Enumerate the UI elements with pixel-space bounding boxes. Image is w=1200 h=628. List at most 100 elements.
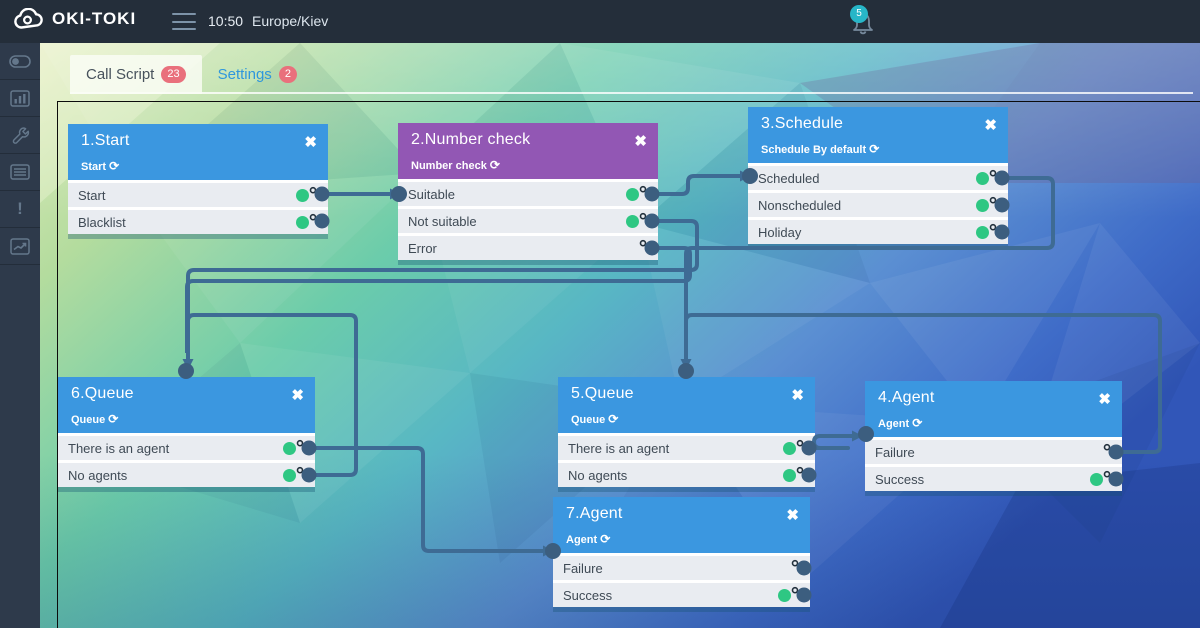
node-row[interactable]: Success	[865, 467, 1122, 491]
sidebar-item-toggle[interactable]	[0, 43, 40, 80]
node-close-button[interactable]: ✖	[1098, 391, 1111, 408]
cloud-logo-icon	[14, 8, 43, 29]
refresh-icon: ⟳	[600, 532, 611, 546]
endpoint-out-queue6-noagents[interactable]	[301, 467, 317, 483]
node-row[interactable]: No agents	[58, 463, 315, 487]
node-row[interactable]: Suitable	[398, 182, 658, 206]
endpoint-out-agent7-failure[interactable]	[796, 560, 812, 576]
endpoint-out-start-blacklist[interactable]	[314, 213, 330, 229]
node-title: 4.Agent	[878, 389, 935, 406]
endpoint-out-number-error[interactable]	[644, 240, 660, 256]
sidebar-item-stats[interactable]	[0, 228, 40, 265]
node-close-button[interactable]: ✖	[291, 387, 304, 404]
node-subtitle[interactable]: Schedule By default ⟳	[761, 142, 880, 156]
tab-settings[interactable]: Settings 2	[202, 55, 313, 94]
node-row[interactable]: Holiday	[748, 220, 1008, 244]
node-row[interactable]: There is an agent	[558, 436, 815, 460]
row-label: Blacklist	[78, 214, 126, 230]
node-close-button[interactable]: ✖	[634, 133, 647, 150]
sidebar-item-tools[interactable]	[0, 117, 40, 154]
node-subtitle[interactable]: Queue ⟳	[71, 412, 119, 426]
endpoint-out-sched-nonsched[interactable]	[994, 197, 1010, 213]
node-title: 7.Agent	[566, 505, 623, 522]
node-title: 6.Queue	[71, 385, 134, 402]
exclamation-icon: !	[17, 199, 23, 218]
script-board-border	[57, 101, 1200, 628]
endpoint-out-queue5-noagents[interactable]	[801, 467, 817, 483]
row-label: Error	[408, 240, 437, 256]
row-label: Failure	[875, 444, 915, 460]
endpoint-in-queue6-top[interactable]	[178, 363, 194, 379]
sidebar-item-reports[interactable]	[0, 80, 40, 117]
node-row[interactable]: Scheduled	[748, 166, 1008, 190]
endpoint-out-agent4-success[interactable]	[1108, 471, 1124, 487]
node-subtitle[interactable]: Agent ⟳	[566, 532, 611, 546]
sidebar-item-alerts[interactable]: !	[0, 191, 40, 228]
node-row[interactable]: Nonscheduled	[748, 193, 1008, 217]
endpoint-in-agent4[interactable]	[858, 426, 874, 442]
node-row[interactable]: Success	[553, 583, 810, 607]
status-green-dot	[283, 441, 296, 455]
notifications-bell-icon[interactable]: 5	[848, 5, 882, 40]
node-close-button[interactable]: ✖	[791, 387, 804, 404]
trend-chart-icon	[10, 237, 30, 255]
menu-hamburger-icon[interactable]	[172, 13, 196, 30]
endpoint-in-agent7[interactable]	[545, 543, 561, 559]
row-label: Nonscheduled	[758, 197, 842, 213]
endpoint-out-agent7-success[interactable]	[796, 587, 812, 603]
endpoint-out-number-notsuit[interactable]	[644, 213, 660, 229]
node-row[interactable]: Failure	[553, 556, 810, 580]
node-close-button[interactable]: ✖	[304, 134, 317, 151]
node-row[interactable]: Blacklist	[68, 210, 328, 234]
endpoint-out-sched-scheduled[interactable]	[994, 170, 1010, 186]
node-row[interactable]: Failure	[865, 440, 1122, 464]
tabs-underline	[70, 92, 1193, 94]
node-row[interactable]: Not suitable	[398, 209, 658, 233]
node-row[interactable]: Error	[398, 236, 658, 260]
status-green-dot	[783, 441, 796, 455]
endpoint-in-queue5-top[interactable]	[678, 363, 694, 379]
node-subtitle[interactable]: Number check ⟳	[411, 158, 500, 172]
app-logo: OKI-TOKI	[14, 8, 136, 30]
status-green-dot	[976, 171, 989, 185]
endpoint-in-number[interactable]	[391, 186, 407, 202]
endpoint-in-schedule[interactable]	[742, 168, 758, 184]
refresh-icon: ⟳	[109, 159, 120, 173]
node-close-button[interactable]: ✖	[984, 117, 997, 134]
row-label: Success	[563, 587, 613, 603]
endpoint-out-sched-holiday[interactable]	[994, 224, 1010, 240]
node-row[interactable]: No agents	[558, 463, 815, 487]
endpoint-out-agent4-failure[interactable]	[1108, 444, 1124, 460]
endpoint-out-queue5-agent[interactable]	[801, 440, 817, 456]
node-row[interactable]: Start	[68, 183, 328, 207]
node-subtitle[interactable]: Queue ⟳	[571, 412, 619, 426]
node-subtitle[interactable]: Agent ⟳	[878, 416, 923, 430]
row-label: No agents	[568, 467, 628, 483]
node-close-button[interactable]: ✖	[786, 507, 799, 524]
tab-call-script[interactable]: Call Script 23	[70, 55, 202, 94]
endpoint-out-queue6-agent[interactable]	[301, 440, 317, 456]
node-subtitle[interactable]: Start ⟳	[81, 159, 120, 173]
node-row[interactable]: There is an agent	[58, 436, 315, 460]
endpoint-out-number-suitable[interactable]	[644, 186, 660, 202]
endpoint-out-start-start[interactable]	[314, 186, 330, 202]
left-sidebar: !	[0, 43, 40, 628]
status-green-dot	[296, 215, 309, 229]
refresh-icon: ⟳	[608, 412, 619, 426]
refresh-icon: ⟳	[489, 158, 500, 172]
sidebar-item-journal[interactable]	[0, 154, 40, 191]
